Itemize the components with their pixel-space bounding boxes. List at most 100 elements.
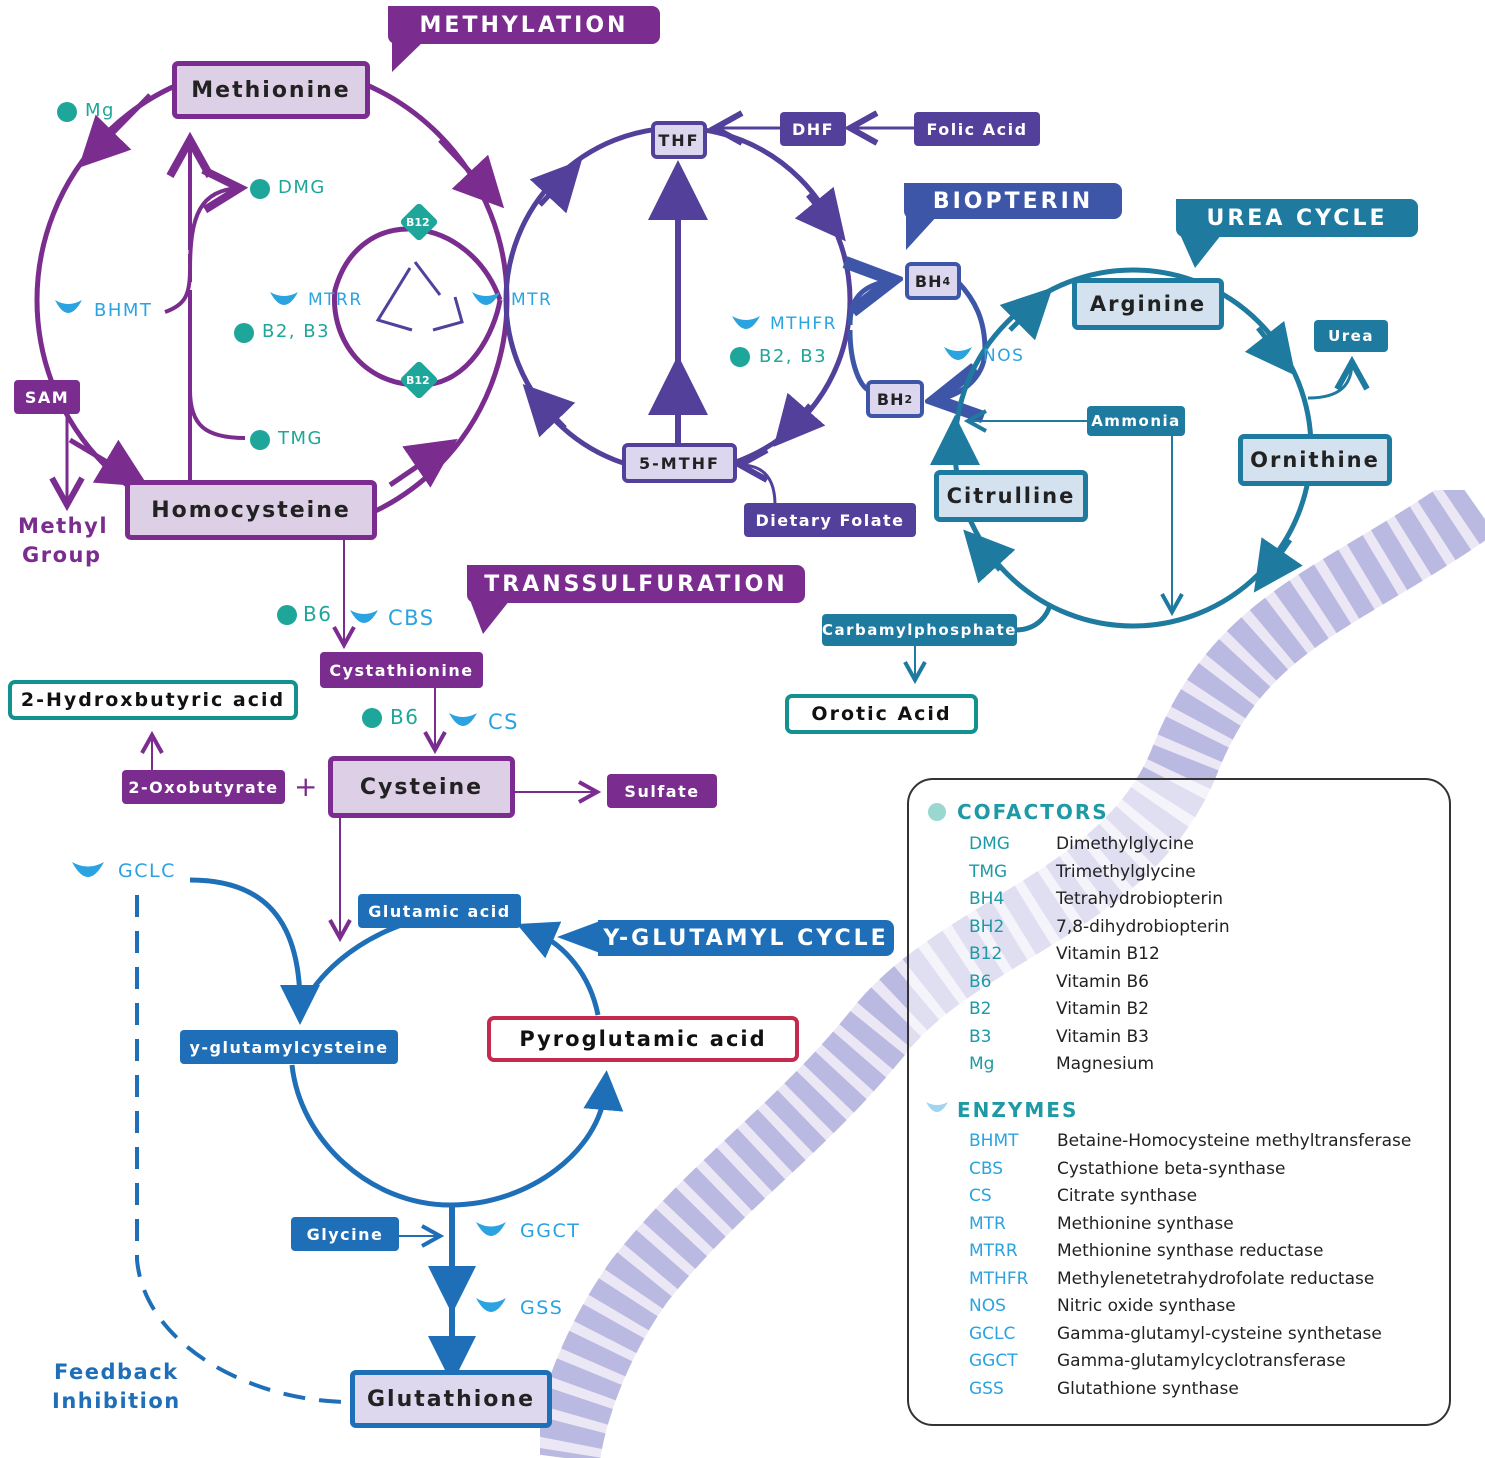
legend-enzyme-abbr: NOS [969, 1296, 1006, 1316]
label-b12-bottom: B12 [406, 374, 430, 387]
legend-enzyme-name: Nitric oxide synthase [1057, 1296, 1236, 1316]
legend-cofactor-name: Dimethylglycine [1056, 834, 1194, 854]
legend-cofactor-name: 7,8-dihydrobiopterin [1056, 916, 1230, 937]
legend-cofactor-name: Magnesium [1056, 1054, 1155, 1074]
output-pyroglutamic-acid: Pyroglutamic acid [487, 1016, 799, 1062]
legend-enzyme-abbr: CBS [969, 1158, 1004, 1179]
legend-enzyme-name: Cystathione beta-synthase [1057, 1158, 1286, 1179]
b12-diamonds [400, 203, 438, 399]
bh2-subscript: 2 [904, 392, 914, 406]
node-dietary-folate: Dietary Folate [744, 503, 916, 537]
node-glutamic-acid: Glutamic acid [358, 894, 521, 928]
node-carbamylphosphate: Carbamylphosphate [822, 614, 1017, 646]
node-glycine: Glycine [291, 1217, 399, 1251]
transsulfuration-pathway [152, 540, 597, 938]
label-cs: CS [488, 710, 519, 734]
banner-glutamyl-cycle: Y-GLUTAMYL CYCLE [598, 920, 894, 956]
legend-enzymes-title: ENZYMES [957, 1098, 1079, 1122]
banner-tails [392, 40, 1225, 953]
legend-enzyme-name: Betaine-Homocysteine methyltransferase [1057, 1131, 1412, 1151]
legend-cofactor-abbr: DMG [969, 834, 1010, 854]
label-b2-b3-folate: B2, B3 [759, 346, 828, 367]
legend-enzyme-abbr: CS [969, 1186, 992, 1206]
legend-cofactor-name: Vitamin B3 [1056, 1026, 1150, 1047]
label-inhibition: Inhibition [52, 1389, 181, 1413]
legend-enzyme-name: Gamma-glutamyl-cysteine synthetase [1057, 1323, 1382, 1344]
legend-cofactor-abbr: TMG [969, 861, 1008, 882]
legend-enzyme-name: Glutathione synthase [1057, 1378, 1239, 1399]
node-sam: SAM [14, 380, 80, 414]
output-orotic-acid: Orotic Acid [785, 694, 978, 734]
bh2-text: BH [876, 389, 905, 409]
legend-cofactor-abbr: Mg [969, 1054, 995, 1074]
legend-cofactor-abbr: B2 [969, 999, 992, 1019]
legend-cofactor-abbr: B3 [969, 1026, 992, 1047]
legend-enzyme-abbr: BHMT [969, 1131, 1019, 1151]
plus-sign: + [294, 770, 319, 803]
legend-enzyme-abbr: MTRR [969, 1241, 1018, 1261]
legend-cofactor-abbr: BH2 [969, 916, 1005, 937]
legend-enzyme-abbr: GSS [969, 1378, 1004, 1399]
node-ornithine: Ornithine [1238, 434, 1392, 486]
legend-enzyme-name: Methionine synthase [1057, 1213, 1234, 1234]
legend-enzyme-abbr: MTR [969, 1213, 1006, 1234]
banner-biopterin: BIOPTERIN [904, 183, 1122, 219]
label-b2-b3-methylation: B2, B3 [262, 321, 331, 342]
node-urea: Urea [1314, 320, 1388, 352]
label-dmg: DMG [278, 177, 326, 198]
legend-cofactor-abbr: BH4 [969, 889, 1005, 909]
label-feedback: Feedback [54, 1360, 179, 1384]
node-folic-acid: Folic Acid [914, 112, 1040, 146]
label-methyl-group-1: Methyl [18, 514, 109, 538]
node-thf: THF [651, 121, 707, 159]
node-homocysteine: Homocysteine [125, 480, 377, 540]
glutamyl-cycle [135, 877, 624, 1404]
banner-transsulfuration: TRANSSULFURATION [467, 565, 805, 603]
legend-cofactor-abbr: B6 [969, 971, 992, 992]
label-mthfr: MTHFR [770, 314, 837, 334]
node-glutathione: Glutathione [350, 1370, 552, 1428]
label-b6-cs: B6 [390, 705, 420, 729]
bh4-text: BH [914, 271, 943, 291]
label-mtrr: MTRR [308, 290, 363, 310]
label-mg: Mg [85, 100, 115, 121]
bh4-subscript: 4 [942, 274, 952, 288]
label-bhmt: BHMT [94, 300, 153, 321]
node-y-glutamylcysteine: y-glutamylcysteine [180, 1030, 398, 1064]
node-5-mthf: 5-MTHF [622, 443, 737, 483]
node-dhf: DHF [780, 112, 846, 146]
legend-enzyme-abbr: MTHFR [969, 1268, 1029, 1289]
label-mtr: MTR [511, 290, 553, 310]
legend-enzyme-name: Citrate synthase [1057, 1186, 1198, 1206]
legend-cofactors-title: COFACTORS [957, 800, 1109, 824]
legend-cofactor-name: Trimethylglycine [1056, 861, 1196, 882]
label-b12-top: B12 [406, 216, 430, 229]
label-cbs: CBS [388, 606, 435, 630]
banner-methylation: METHYLATION [388, 6, 660, 44]
node-cysteine: Cysteine [328, 756, 515, 818]
node-cystathionine: Cystathionine [320, 652, 483, 688]
node-methionine: Methionine [172, 61, 370, 119]
label-gclc: GCLC [118, 860, 176, 882]
node-citrulline: Citrulline [934, 470, 1088, 522]
banner-urea-cycle: UREA CYCLE [1176, 199, 1418, 237]
legend-cofactor-name: Tetrahydrobiopterin [1056, 889, 1223, 909]
label-methyl-group-2: Group [22, 543, 102, 567]
node-ammonia: Ammonia [1087, 406, 1185, 436]
legend-enzyme-name: Gamma-glutamylcyclotransferase [1057, 1351, 1346, 1371]
legend-enzyme-name: Methylenetetrahydrofolate reductase [1057, 1268, 1375, 1289]
legend-enzyme-name: Methionine synthase reductase [1057, 1241, 1324, 1261]
label-gss: GSS [520, 1297, 564, 1319]
legend-cofactor-name: Vitamin B2 [1056, 999, 1150, 1019]
node-arginine: Arginine [1072, 278, 1224, 330]
legend-enzyme-abbr: GGCT [969, 1351, 1018, 1371]
label-nos: NOS [983, 346, 1025, 366]
legend-cofactor-name: Vitamin B6 [1056, 971, 1150, 992]
output-2-hydroxbutyric-acid: 2-Hydroxbutyric acid [8, 680, 298, 720]
node-2-oxobutyrate: 2-Oxobutyrate [122, 770, 285, 804]
label-ggct: GGCT [520, 1220, 581, 1242]
legend-cofactor-name: Vitamin B12 [1056, 944, 1160, 964]
